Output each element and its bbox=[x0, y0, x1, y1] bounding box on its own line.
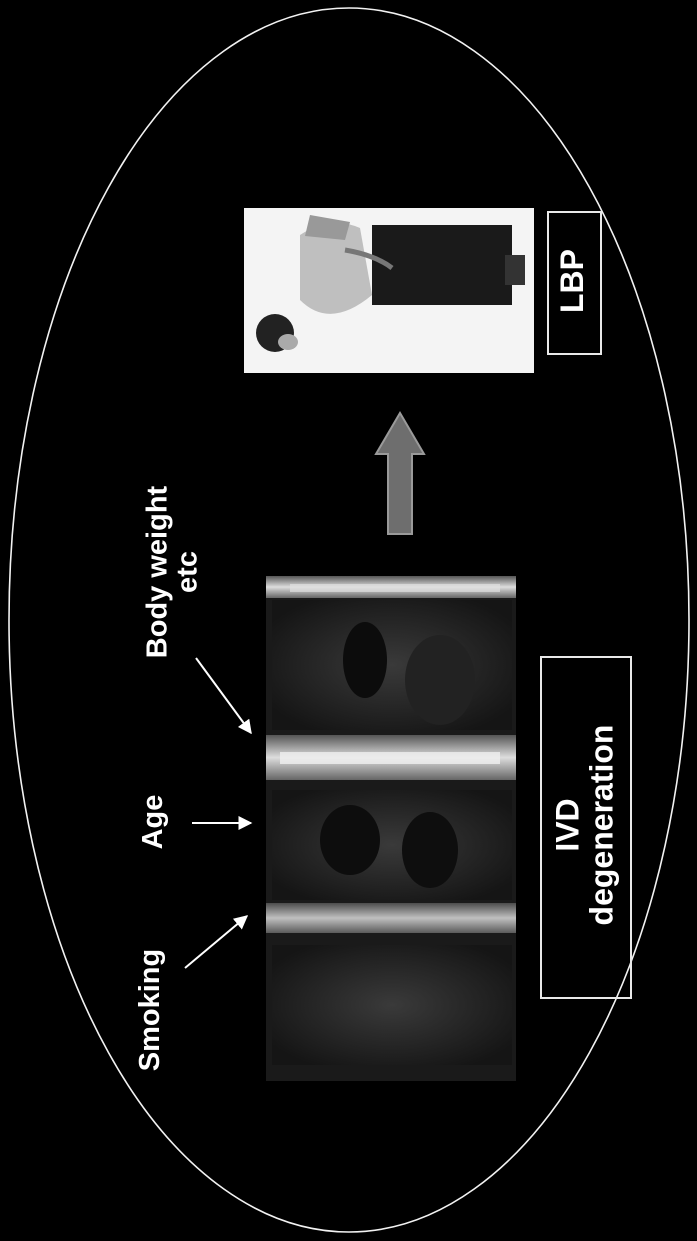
body-weight-line2: etc bbox=[173, 486, 203, 658]
body-weight-line1: Body weight bbox=[143, 486, 173, 658]
ivd-degeneration-label: IVD degeneration bbox=[551, 725, 618, 926]
smoking-arrow bbox=[185, 916, 247, 968]
mri-spine-image bbox=[266, 576, 516, 1081]
ivd-line2: degeneration bbox=[585, 725, 619, 926]
lbp-photo bbox=[244, 208, 534, 373]
smoking-label: Smoking bbox=[135, 949, 165, 1071]
lbp-label: LBP bbox=[556, 249, 590, 313]
body-weight-label: Body weight etc bbox=[143, 486, 204, 658]
up-arrow bbox=[376, 413, 424, 534]
ivd-line1: IVD bbox=[551, 725, 585, 926]
body-weight-arrow bbox=[196, 658, 251, 733]
age-label: Age bbox=[138, 795, 168, 850]
